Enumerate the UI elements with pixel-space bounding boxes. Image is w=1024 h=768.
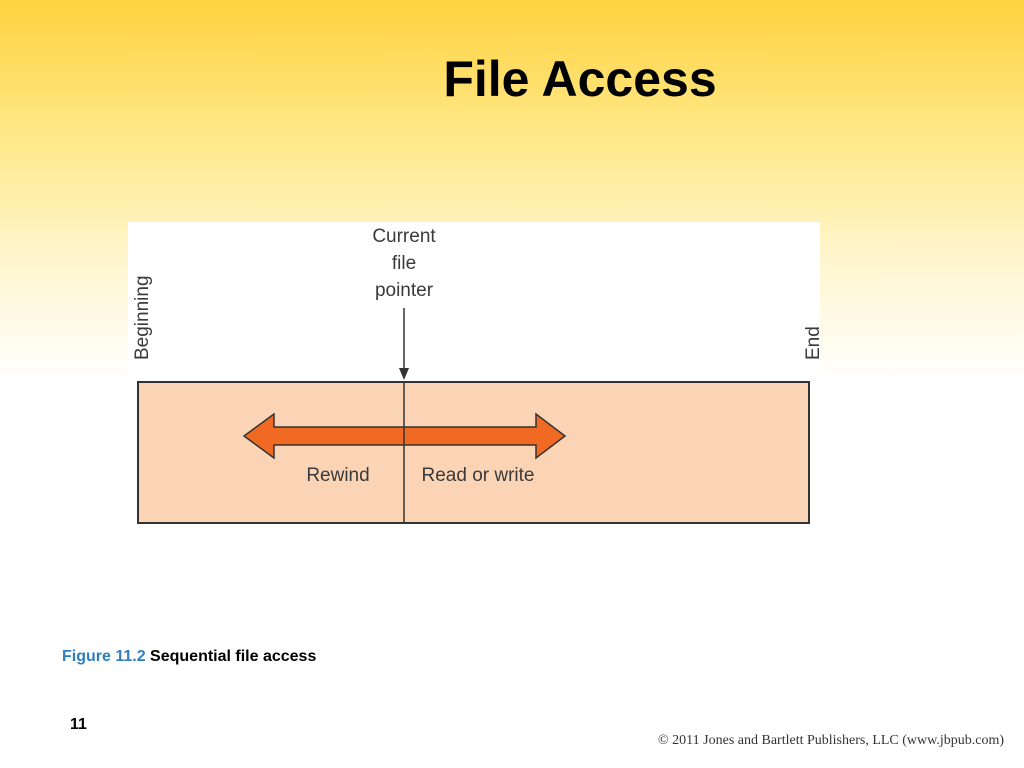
page-number: 11 [70,716,87,733]
pointer-arrow-head [399,368,409,380]
file-rectangle [137,381,810,524]
pointer-label-line-2: file [392,253,416,274]
end-label: End [803,326,820,360]
beginning-label: Beginning [132,275,153,360]
rewind-label: Rewind [306,465,369,486]
copyright-notice: © 2011 Jones and Bartlett Publishers, LL… [658,733,1004,748]
figure-caption: Figure 11.2 Sequential file access [62,648,316,666]
read-or-write-label: Read or write [422,465,535,486]
pointer-label-line-1: Current [372,226,436,247]
diagram-canvas: Beginning End Current file pointer Rewin… [132,226,820,524]
sequential-access-diagram: Beginning End Current file pointer Rewin… [128,222,820,528]
pointer-label-line-3: pointer [375,280,434,301]
figure-caption-number: Figure 11.2 [62,648,146,665]
slide-title: File Access [443,51,717,107]
figure-caption-text: Sequential file access [150,648,317,665]
